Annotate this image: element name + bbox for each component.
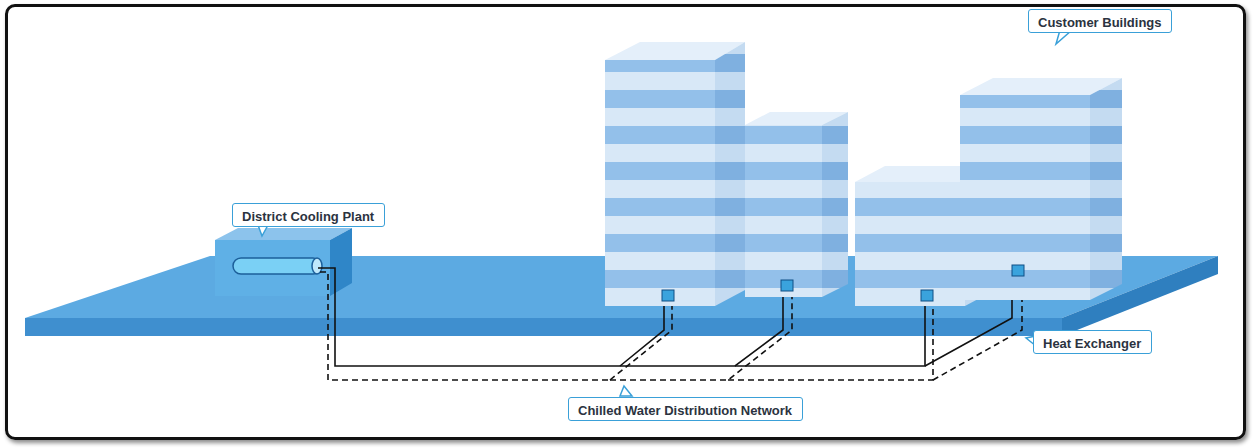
cooling-plant	[215, 228, 352, 296]
customer-building	[745, 112, 848, 297]
callout-label: Customer Buildings	[1028, 9, 1172, 33]
callout-label: Heat Exchanger	[1033, 330, 1152, 354]
customer-building	[605, 42, 745, 306]
callout-text: Customer Buildings	[1038, 15, 1162, 31]
callout-text: Heat Exchanger	[1043, 336, 1141, 352]
callout-label: Chilled Water Distribution Network	[568, 397, 803, 421]
callout-text: Chilled Water Distribution Network	[578, 403, 792, 419]
callout-label: District Cooling Plant	[232, 203, 385, 227]
heat-exchanger-cube	[662, 265, 1024, 301]
customer-building	[960, 78, 1122, 300]
callout-text: District Cooling Plant	[242, 209, 374, 225]
ground-slab-front	[25, 318, 1062, 336]
